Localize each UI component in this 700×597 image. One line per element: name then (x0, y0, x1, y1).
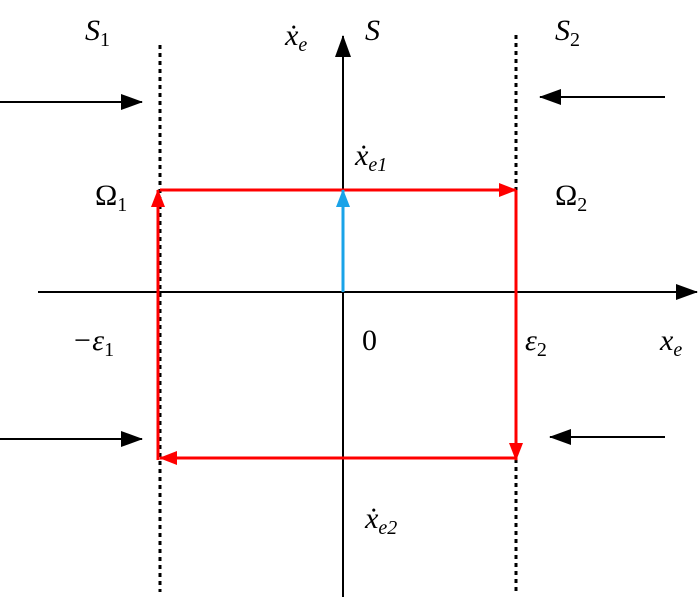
label-epsilon2: ε2 (525, 324, 547, 361)
label-s1: S1 (85, 14, 110, 51)
label-xe2: ẋe2 (364, 502, 397, 539)
label-origin: 0 (362, 324, 377, 357)
label-neg-epsilon1: −ε1 (72, 324, 114, 361)
label-xe-axis: xe (659, 324, 682, 361)
label-xe-dot-axis: ẋe (284, 19, 307, 56)
label-xe1: ẋe1 (354, 139, 387, 176)
label-s: S (365, 14, 380, 47)
label-s2: S2 (555, 14, 580, 51)
label-omega2: Ω2 (555, 179, 587, 216)
label-omega1: Ω1 (95, 179, 127, 216)
